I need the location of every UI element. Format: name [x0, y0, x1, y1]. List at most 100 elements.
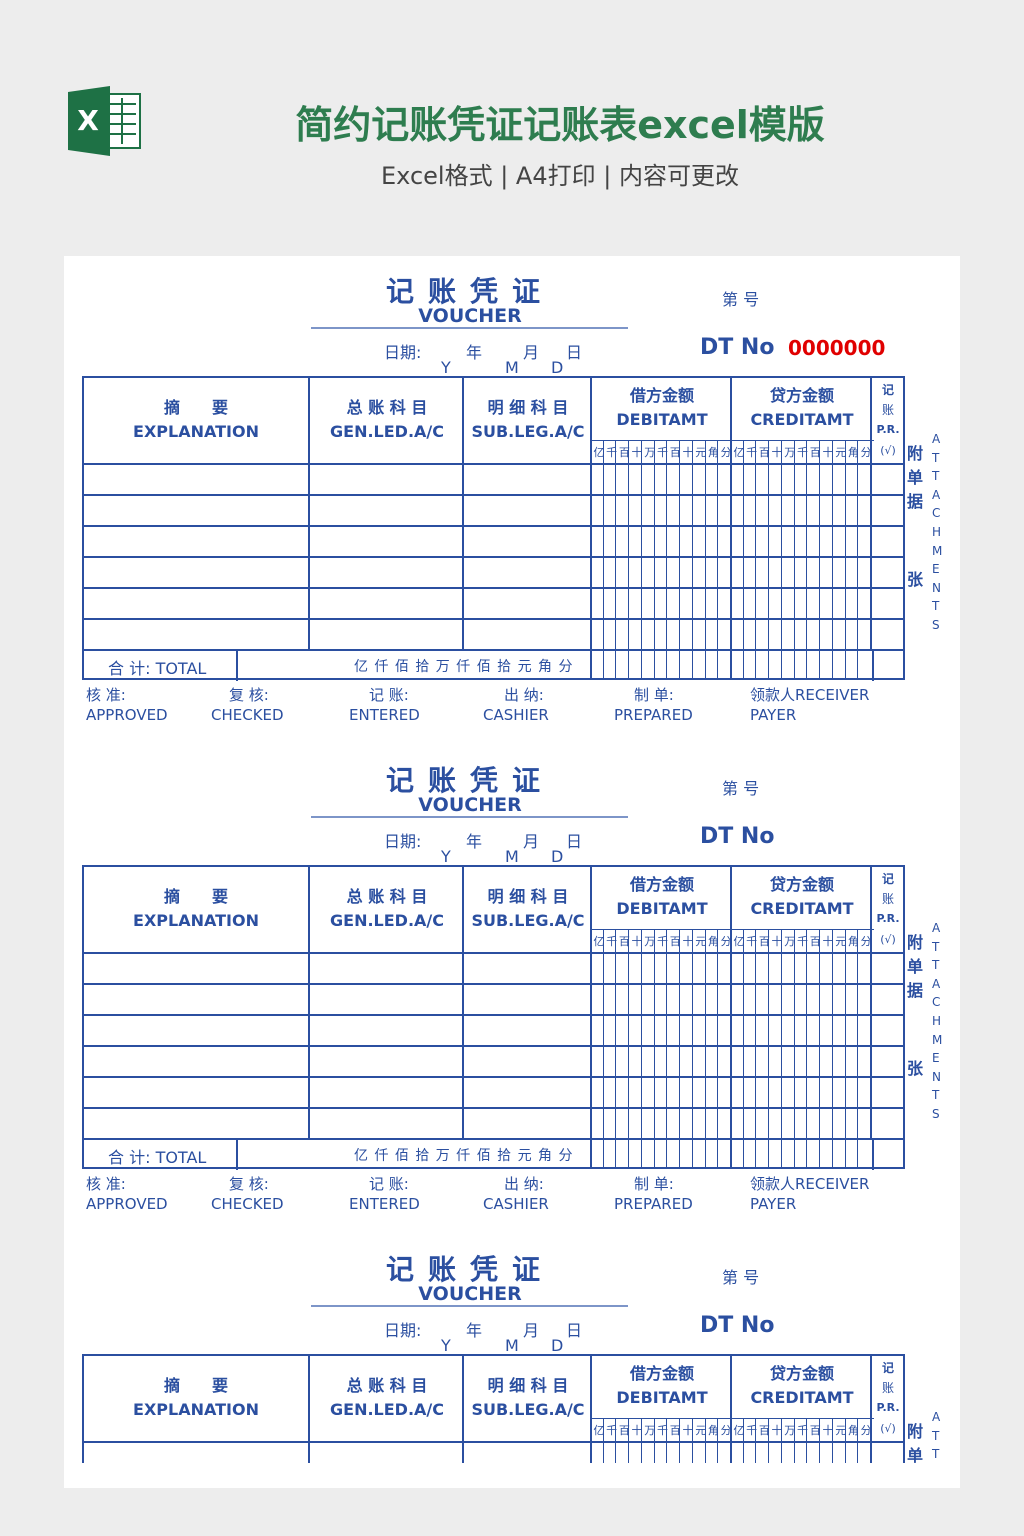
digit-label: 百: [809, 935, 821, 948]
attachments-letter: T: [932, 599, 940, 614]
signature-label-cn: 核 准:: [86, 686, 126, 704]
digit-line: [628, 1418, 630, 1463]
column-line: [308, 378, 310, 651]
digit-label: 分: [860, 1424, 872, 1437]
digit-line: [755, 929, 757, 1169]
digit-label: 元: [835, 446, 846, 459]
digit-line: [628, 929, 630, 1169]
date-day[interactable]: 日: [566, 343, 583, 362]
row-line: [84, 983, 903, 985]
date-month[interactable]: 月: [523, 1321, 540, 1340]
signature-label-en: ENTERED: [349, 706, 420, 724]
digit-header-line: [592, 440, 874, 441]
digit-label: 万: [644, 935, 655, 948]
row-line: [84, 1441, 903, 1443]
date-day[interactable]: 日: [566, 832, 583, 851]
pr-header-3: P.R.: [876, 423, 900, 436]
signature-label-cn: 制 单:: [634, 1175, 674, 1193]
digit-label: 千: [657, 1424, 668, 1437]
column-line: [462, 867, 464, 1140]
digit-line: [615, 929, 617, 1169]
digit-label: 亿: [733, 935, 744, 948]
digit-header-line: [592, 929, 874, 930]
date-label: 日期:: [384, 343, 422, 362]
attachments-letter: A: [932, 921, 941, 935]
voucher-title: 记账凭证: [385, 1253, 554, 1286]
digit-line: [666, 1418, 668, 1463]
gen-ledger-header-cn: 总 账 科 目: [346, 1376, 428, 1395]
signature-label-en: PAYER: [750, 706, 797, 724]
digit-label: 千: [797, 446, 808, 459]
debit-header-en: DEBITAMT: [616, 1388, 708, 1407]
digit-line: [691, 440, 693, 680]
page-title: 简约记账凭证记账表excel模版: [295, 103, 825, 147]
digit-label: 万: [784, 446, 795, 459]
digit-line: [653, 929, 655, 1169]
signature-label-en: PREPARED: [614, 706, 693, 724]
digit-label: 亿: [593, 935, 604, 948]
pr-header-4: (√): [880, 444, 896, 457]
digit-line: [704, 929, 706, 1169]
digit-line: [615, 1418, 617, 1463]
digit-line: [704, 1418, 706, 1463]
page-subtitle: Excel格式 | A4打印 | 内容可更改: [381, 162, 739, 190]
digit-label: 角: [707, 935, 719, 948]
digit-label: 亿: [593, 446, 604, 459]
digit-line: [602, 929, 604, 1169]
digit-label: 百: [618, 935, 630, 948]
digit-line: [768, 1418, 770, 1463]
date-label: 日期:: [384, 832, 422, 851]
date-year[interactable]: 年: [466, 832, 483, 851]
digit-label: 百: [618, 1424, 630, 1437]
gen-ledger-header-cn: 总 账 科 目: [346, 887, 428, 906]
explanation-header-en: EXPLANATION: [133, 911, 259, 930]
digit-line: [666, 440, 668, 680]
digit-label: 千: [606, 1424, 617, 1437]
gen-ledger-header-en: GEN.LED.A/C: [330, 422, 444, 441]
voucher-number[interactable]: 0000000: [788, 336, 886, 360]
date-month[interactable]: 月: [523, 343, 540, 362]
digit-label: 十: [822, 446, 833, 459]
digit-label: 百: [669, 935, 681, 948]
sub-ledger-header-cn: 明 细 科 目: [487, 398, 569, 417]
attachments-letter: A: [932, 432, 941, 446]
row-line: [84, 649, 903, 651]
column-line: [462, 1356, 464, 1463]
date-day[interactable]: 日: [566, 1321, 583, 1340]
attachments-letter: T: [932, 939, 940, 954]
digit-line: [602, 440, 604, 680]
d-label: D: [551, 1336, 564, 1355]
pr-header-2: 账: [881, 1381, 894, 1395]
digit-end-line: [590, 929, 592, 1169]
digit-line: [857, 1418, 859, 1463]
date-month[interactable]: 月: [523, 832, 540, 851]
attachments-letter: M: [932, 543, 943, 558]
digit-label: 千: [606, 446, 617, 459]
date-year[interactable]: 年: [466, 1321, 483, 1340]
explanation-header-cn: 摘 要: [163, 1376, 228, 1395]
gen-ledger-header-en: GEN.LED.A/C: [330, 1400, 444, 1419]
debit-header-cn: 借方金额: [629, 875, 694, 894]
digit-line: [742, 440, 744, 680]
digit-label: 分: [860, 446, 872, 459]
signature-label-en: CASHIER: [483, 1195, 549, 1213]
digit-label: 十: [631, 1424, 643, 1437]
pr-header-4: (√): [880, 933, 896, 946]
signature-label-cn: 制 单:: [634, 686, 674, 704]
total-divider: [236, 1140, 238, 1170]
digit-line: [831, 440, 833, 680]
digit-label: 亿: [733, 1424, 744, 1437]
sub-ledger-header-cn: 明 细 科 目: [487, 887, 569, 906]
total-divider: [236, 651, 238, 681]
attachments-letter: A: [932, 487, 941, 502]
debit-header-cn: 借方金额: [629, 1364, 694, 1383]
digit-line: [717, 929, 719, 1169]
digit-label: 百: [618, 446, 630, 459]
gen-ledger-header-en: GEN.LED.A/C: [330, 911, 444, 930]
date-year[interactable]: 年: [466, 343, 483, 362]
attachments-letter: E: [932, 562, 940, 577]
digit-label: 百: [758, 446, 770, 459]
attachments-letter: T: [932, 958, 940, 973]
